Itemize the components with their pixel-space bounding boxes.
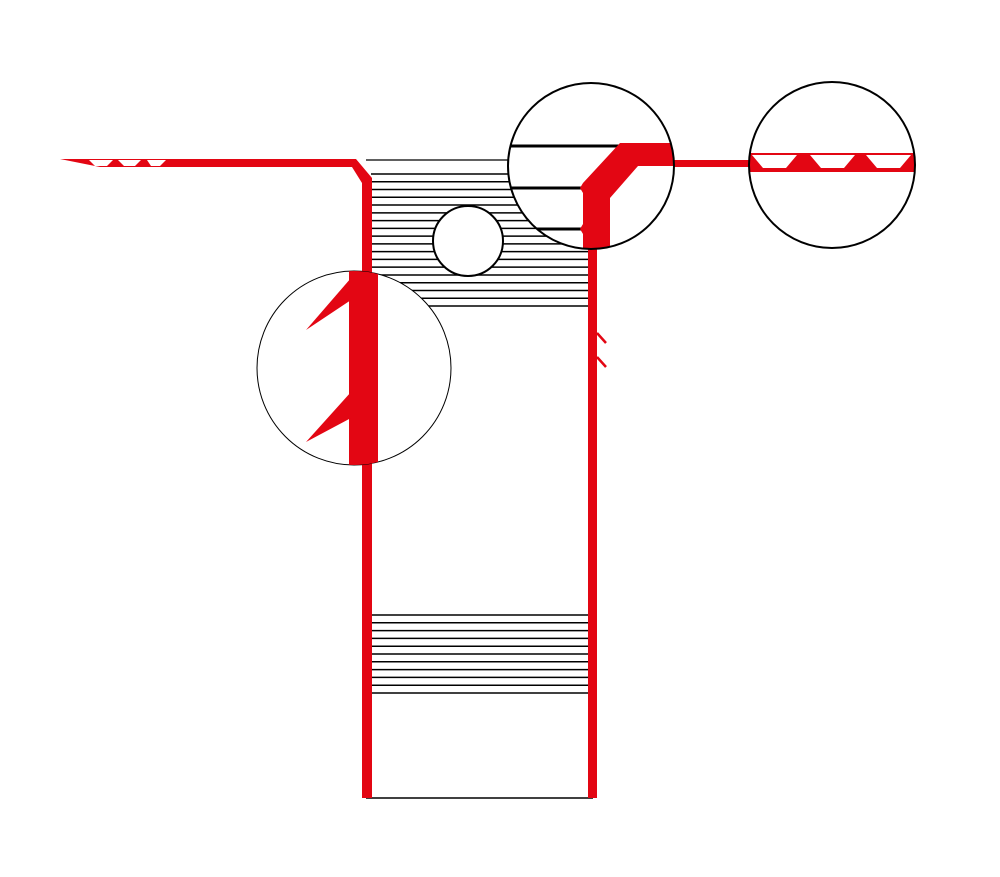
lower-lamella-stack bbox=[371, 614, 588, 694]
round-opening bbox=[432, 205, 504, 277]
right-wall bbox=[588, 160, 597, 798]
rail-perforations bbox=[89, 160, 166, 166]
top-joint-detail bbox=[507, 82, 675, 250]
left-rail-and-wall bbox=[60, 159, 372, 798]
wall-spike-detail bbox=[256, 270, 452, 466]
right-rail bbox=[595, 160, 755, 167]
edge-profile-detail bbox=[748, 81, 916, 249]
right-wall-spikes bbox=[596, 332, 607, 368]
